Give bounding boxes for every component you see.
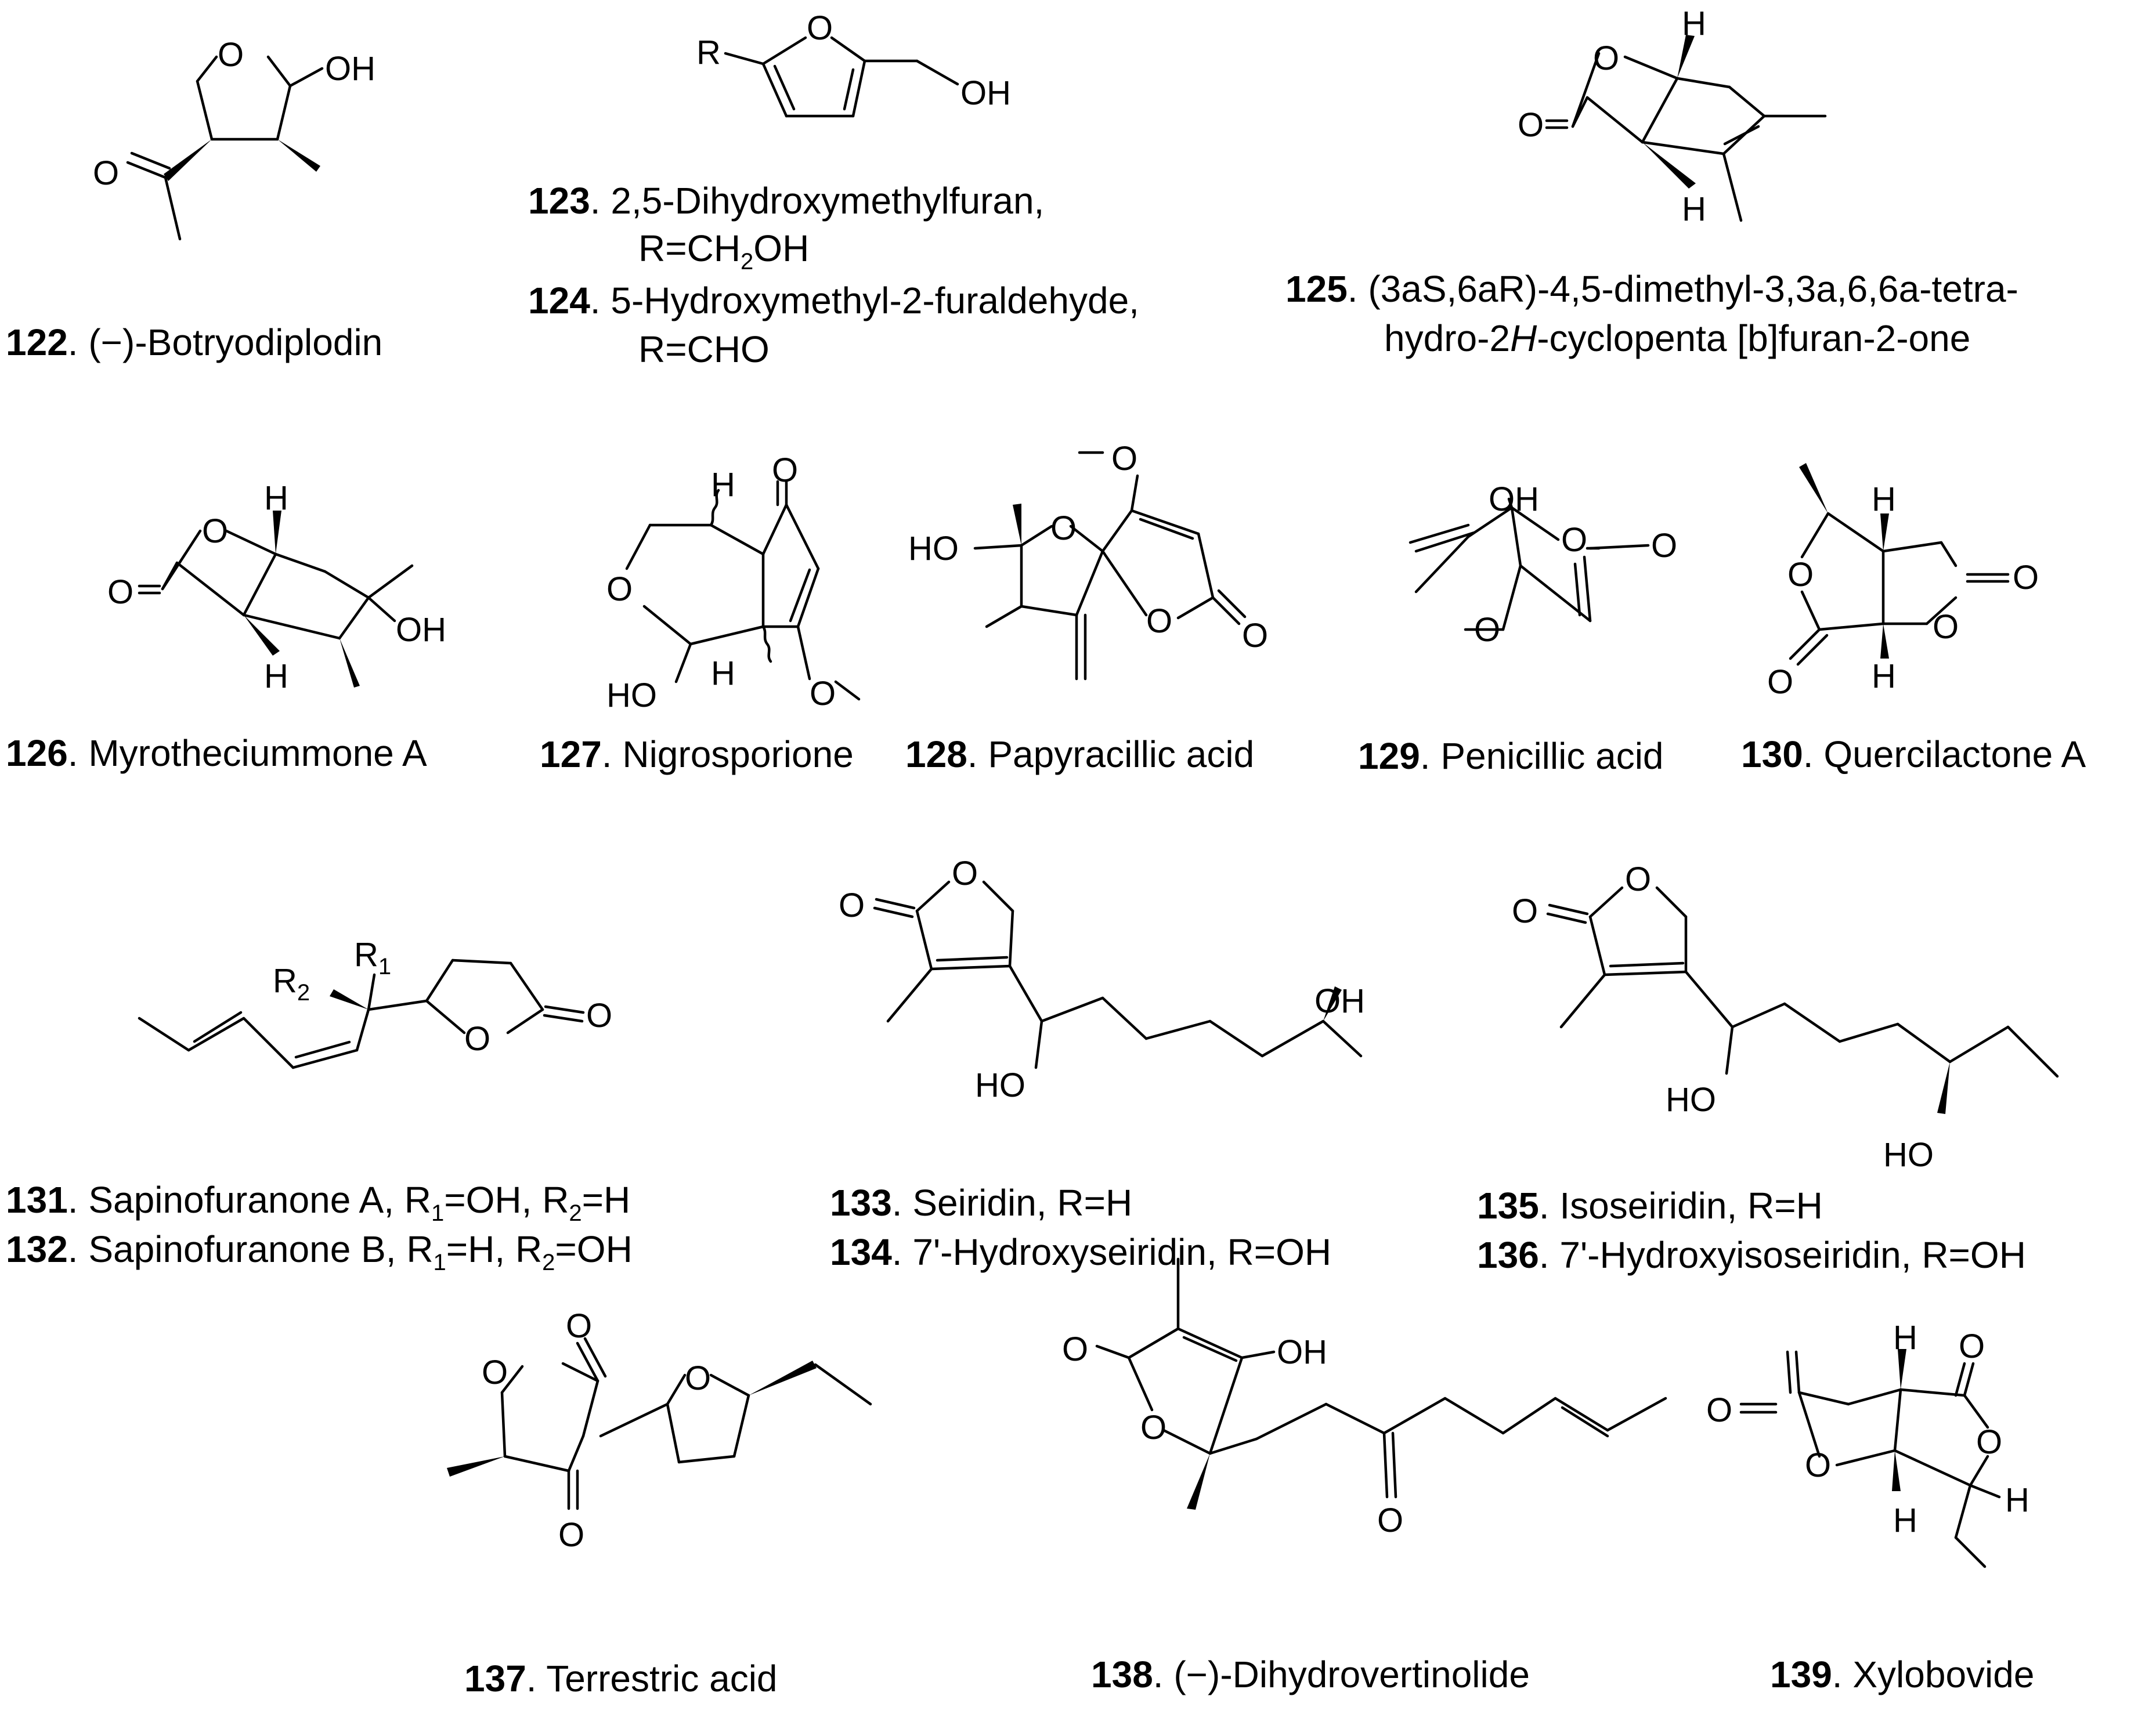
atom-h: H: [264, 657, 288, 695]
atom-h: H: [1893, 1319, 1917, 1357]
caption-122: 122. (−)-Botryodiplodin: [6, 321, 382, 363]
atom-o: O: [1474, 611, 1500, 649]
atom-h: H: [264, 479, 288, 517]
structure-129: OH O O O: [1409, 480, 1677, 649]
caption-138: 138. (−)-Dihydrovertinolide: [1091, 1654, 1530, 1695]
caption-123: 123. 2,5-Dihydroxymethylfuran,: [528, 180, 1044, 222]
caption-125: 125. (3aS,6aR)-4,5-dimethyl-3,3a,6,6a-te…: [1285, 268, 2018, 310]
atom-o: O: [1377, 1502, 1403, 1539]
caption-139: 139. Xylobovide: [1770, 1654, 2034, 1695]
atom-o: O: [1593, 39, 1619, 77]
atom-r1: R1: [354, 936, 391, 979]
atom-oh: OH: [1277, 1333, 1327, 1371]
atom-h: H: [711, 466, 735, 504]
caption-128: 128. Papyracillic acid: [905, 733, 1254, 775]
atom-o: O: [1050, 509, 1077, 547]
atom-o: O: [586, 997, 612, 1035]
caption-125-line2: hydro-2H-cyclopenta [b]furan-2-one: [1384, 317, 1970, 359]
atom-h: H: [1872, 657, 1896, 695]
atom-h: H: [2005, 1481, 2029, 1519]
atom-ho: HO: [975, 1066, 1025, 1104]
atom-o: O: [952, 855, 978, 892]
structure-127: O O HO O H H: [606, 451, 861, 714]
atom-o: O: [1805, 1446, 1831, 1484]
structure-126: O O OH H H: [107, 479, 446, 695]
atom-r2: R2: [273, 962, 310, 1006]
caption-137: 137. Terrestric acid: [464, 1658, 778, 1699]
atom-o: O: [1767, 663, 1793, 701]
atom-h: H: [1682, 190, 1706, 228]
structure-133-134: O O HO OH: [839, 855, 1365, 1104]
atom-o: O: [1787, 556, 1814, 594]
atom-o: O: [1111, 440, 1137, 478]
caption-129: 129. Penicillic acid: [1358, 735, 1664, 777]
atom-o: O: [1062, 1330, 1088, 1368]
caption-132: 132. Sapinofuranone B, R1=H, R2=OH: [6, 1228, 633, 1275]
atom-o: O: [772, 451, 798, 489]
atom-h: H: [1872, 480, 1896, 518]
atom-o: O: [1651, 527, 1677, 565]
atom-oh: OH: [325, 50, 375, 88]
structure-138: O O OH O: [1062, 1257, 1667, 1539]
atom-o: O: [482, 1354, 508, 1391]
structure-139: O O O O H H H: [1706, 1319, 2029, 1568]
atom-o: O: [1140, 1409, 1166, 1446]
atom-o: O: [93, 154, 119, 192]
atom-o: O: [1146, 602, 1172, 640]
atom-o: O: [1959, 1328, 1985, 1365]
atom-o: O: [606, 570, 633, 608]
structure-135-136: O O HO HO: [1512, 860, 2059, 1174]
caption-124-r: R=CHO: [638, 328, 770, 370]
caption-124: 124. 5-Hydroxymethyl-2-furaldehyde,: [528, 280, 1139, 321]
atom-o: O: [107, 573, 133, 611]
structure-125: O O H H: [1518, 5, 1827, 228]
atom-o: O: [566, 1307, 592, 1345]
atom-o: O: [1242, 617, 1268, 654]
atom-ho: HO: [1666, 1081, 1716, 1119]
caption-123-r: R=CH2OH: [638, 227, 809, 274]
atom-h: H: [1893, 1502, 1917, 1539]
caption-127: 127. Nigrosporione: [540, 733, 854, 775]
atom-o: O: [810, 675, 836, 713]
atom-ho: HO: [1883, 1136, 1934, 1174]
atom-h: H: [711, 654, 735, 692]
atom-r: R: [696, 34, 721, 71]
caption-131: 131. Sapinofuranone A, R1=OH, R2=H: [6, 1179, 630, 1226]
atom-h: H: [1682, 5, 1706, 42]
atom-o: O: [807, 9, 833, 47]
atom-o: O: [218, 36, 244, 74]
atom-o: O: [2013, 559, 2039, 596]
atom-o: O: [1706, 1391, 1732, 1429]
atom-ho: HO: [606, 677, 657, 714]
atom-ho: HO: [908, 530, 959, 567]
atom-o: O: [1625, 860, 1651, 898]
atom-oh: OH: [1489, 480, 1539, 518]
atom-o: O: [839, 887, 865, 924]
caption-134: 134. 7'-Hydroxyseiridin, R=OH: [830, 1231, 1331, 1273]
atom-oh: OH: [1314, 982, 1365, 1020]
structure-131-132: R1 R2 O O: [138, 936, 612, 1069]
caption-135: 135. Isoseiridin, R=H: [1477, 1185, 1823, 1227]
structure-130: O O O O H H: [1767, 463, 2039, 701]
atom-o: O: [464, 1020, 490, 1058]
atom-o: O: [1976, 1423, 2002, 1461]
atom-o: O: [685, 1359, 711, 1397]
atom-o: O: [1561, 521, 1587, 559]
caption-136: 136. 7'-Hydroxyisoseiridin, R=OH: [1477, 1234, 2026, 1276]
structure-123-124: R O OH: [696, 9, 1011, 118]
atom-o: O: [202, 512, 228, 550]
atom-oh: OH: [960, 74, 1011, 112]
atom-o: O: [1518, 106, 1544, 144]
structure-128: HO O O O O: [908, 440, 1268, 681]
structure-122: O OH O: [93, 36, 375, 241]
structure-137: O O O O: [447, 1307, 872, 1554]
atom-o: O: [1933, 608, 1959, 646]
caption-130: 130. Quercilactone A: [1741, 733, 2086, 775]
caption-133: 133. Seiridin, R=H: [830, 1182, 1132, 1224]
atom-oh: OH: [396, 611, 446, 649]
atom-o: O: [1512, 892, 1538, 930]
caption-126: 126. Myrotheciummone A: [6, 732, 427, 774]
atom-o: O: [558, 1516, 584, 1554]
